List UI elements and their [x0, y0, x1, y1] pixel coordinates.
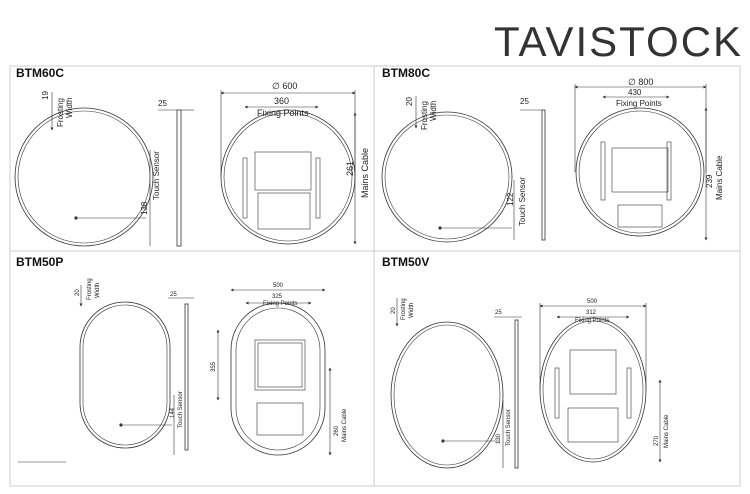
model-title: BTM60C [16, 66, 64, 80]
cable-value: 261 [345, 161, 355, 176]
fixing-label: Fixing Points [263, 301, 297, 307]
width-value: 500 [273, 283, 284, 289]
frosting-label-2: Width [409, 303, 415, 318]
fixing-vertical-value: 355 [211, 361, 217, 372]
mirror-front [390, 321, 504, 469]
depth-value: 25 [170, 292, 177, 298]
driver-box [257, 192, 311, 230]
control-box [569, 349, 617, 395]
frosting-label-2: Width [95, 283, 101, 298]
touch-value: 144 [170, 407, 176, 418]
depth-value: 25 [520, 97, 529, 106]
diameter-value: ∅ 600 [272, 81, 297, 91]
cable-value: 239 [705, 174, 714, 188]
cable-label: Mains Cable [342, 408, 348, 442]
touch-label: Touch Sensor [506, 409, 512, 446]
touch-sensor-dot [441, 439, 445, 443]
touch-label: Touch Sensor [152, 151, 161, 200]
frosting-ring [82, 304, 168, 446]
frosting-label: Frosting [401, 298, 407, 320]
fixing-bracket-right [666, 141, 672, 201]
depth-value: 25 [158, 99, 167, 108]
mirror-back [220, 109, 356, 245]
fixing-bracket-right [315, 157, 321, 219]
panel-btm80c: BTM80C 20 Frosting Width 122 Touch Senso… [381, 66, 724, 243]
frosting-label: Frosting [87, 278, 93, 300]
model-title: BTM50P [16, 255, 63, 269]
fixing-label: Fixing Points [257, 108, 309, 118]
mirror-side-view [184, 303, 189, 451]
frosting-value: 19 [41, 91, 50, 100]
frosting-label: Frosting [56, 98, 65, 127]
touch-value: 122 [506, 192, 515, 206]
fixing-value: 325 [272, 294, 283, 300]
frosting-value: 20 [391, 307, 397, 314]
frosting-value: 20 [405, 97, 414, 106]
diameter-value: ∅ 800 [628, 77, 653, 87]
touch-value: 130 [496, 433, 502, 444]
cable-label: Mains Cable [664, 414, 670, 448]
fixing-bracket-left [600, 141, 606, 201]
mirror-side-view [541, 109, 546, 241]
touch-label: Touch Sensor [178, 391, 184, 428]
fixing-bracket-right [626, 367, 632, 419]
model-title: BTM80C [382, 66, 430, 80]
brand-logo: TAVISTOCK [494, 18, 744, 65]
frosting-ring [384, 114, 510, 240]
mirror-back [575, 107, 705, 237]
mirror-front [79, 301, 171, 449]
panel-btm50p: BTM50P 20 Frosting Width 144 Touch Senso… [16, 255, 348, 463]
touch-sensor-dot [74, 216, 78, 220]
cable-label: Mains Cable [360, 148, 370, 198]
control-box [254, 339, 306, 391]
cable-value: 260 [334, 425, 340, 436]
mirror-back [539, 317, 647, 463]
fixing-value: 312 [586, 310, 597, 316]
touch-value: 138 [140, 201, 149, 215]
mirror-side-view [514, 319, 519, 469]
frosting-label-2: Width [429, 101, 438, 121]
depth-value: 25 [495, 310, 502, 316]
frosting-ring [393, 324, 501, 466]
model-title: BTM50V [382, 255, 429, 269]
panel-btm50v: BTM50V 20 Frosting Width 130 Touch Senso… [382, 255, 670, 469]
control-box [611, 147, 669, 193]
fixing-label: Fixing Points [616, 99, 662, 108]
touch-sensor-dot [119, 423, 123, 427]
panel-grid [9, 65, 741, 487]
frosting-ring [17, 110, 151, 244]
control-box [254, 151, 312, 191]
driver-box [617, 204, 663, 228]
fixing-value: 430 [628, 88, 642, 97]
fixing-bracket-left [242, 157, 248, 219]
frosting-label: Frosting [420, 101, 429, 130]
panel-btm60c: BTM60C 19 Frosting Width 138 Touch Senso… [14, 66, 370, 247]
width-value: 500 [587, 299, 598, 305]
fixing-bracket-left [554, 367, 560, 419]
mirror-front [14, 107, 154, 247]
mirror-back [230, 302, 326, 456]
driver-box [567, 407, 619, 443]
driver-box [256, 402, 304, 436]
frosting-value: 20 [75, 289, 81, 296]
cable-value: 270 [654, 435, 660, 446]
mirror-front [381, 111, 513, 243]
touch-label: Touch Sensor [518, 177, 527, 226]
touch-sensor-dot [438, 226, 442, 230]
cable-label: Mains Cable [715, 155, 724, 200]
mirror-side-view [176, 109, 182, 247]
fixing-label: Fixing Points [575, 318, 609, 324]
frosting-label-2: Width [65, 98, 74, 118]
fixing-value: 360 [274, 96, 289, 106]
